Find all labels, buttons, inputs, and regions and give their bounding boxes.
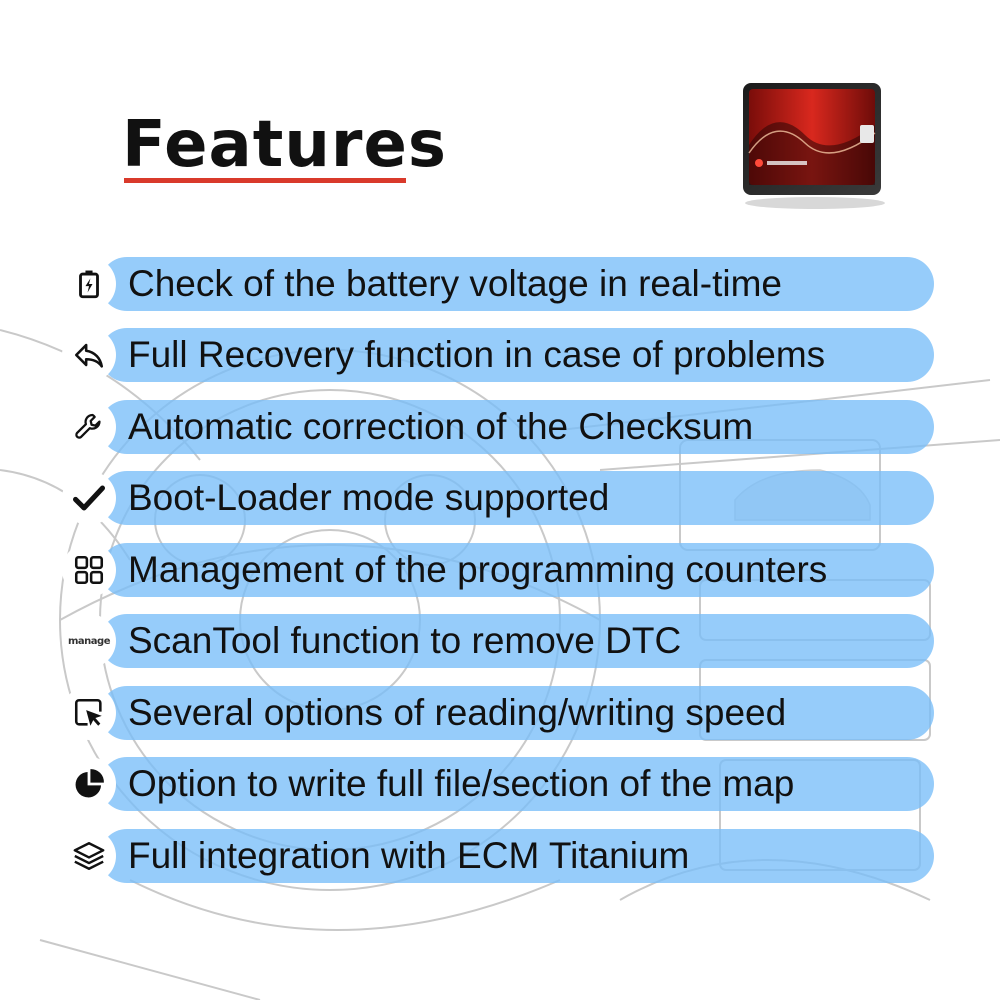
feature-item-speed: Several options of reading/writing speed [62, 686, 934, 740]
page-title: Features [122, 108, 447, 182]
feature-item-integration: Full integration with ECM Titanium [62, 829, 934, 883]
feature-pill [100, 686, 934, 740]
manage-icon-text: manage [68, 635, 110, 647]
feature-item-battery: Check of the battery voltage in real-tim… [62, 257, 934, 311]
feature-pill [100, 471, 934, 525]
feature-label: Option to write full file/section of the… [128, 763, 795, 804]
feature-item-counters: Management of the programming counters [62, 543, 934, 597]
feature-pill [100, 757, 934, 811]
feature-pill [100, 829, 934, 883]
feature-label: Several options of reading/writing speed [128, 692, 787, 733]
feature-pill [100, 257, 934, 311]
feature-label: Full Recovery function in case of proble… [128, 334, 826, 375]
feature-item-recovery: Full Recovery function in case of proble… [62, 328, 934, 382]
title-underline [124, 178, 406, 183]
reply-arrow-icon [62, 328, 116, 382]
feature-label: Management of the programming counters [128, 549, 828, 590]
pie-chart-icon [62, 757, 116, 811]
feature-label: Full integration with ECM Titanium [128, 835, 690, 876]
feature-label: Automatic correction of the Checksum [128, 406, 754, 447]
feature-item-bootloader: Boot-Loader mode supported [62, 471, 934, 525]
manage-icon: manage [62, 614, 116, 668]
device-image [743, 83, 885, 209]
feature-label: Boot-Loader mode supported [128, 477, 610, 518]
feature-pill [100, 400, 934, 454]
cursor-icon [62, 686, 116, 740]
feature-pill [100, 328, 934, 382]
feature-pill [100, 614, 934, 668]
feature-item-checksum: Automatic correction of the Checksum [62, 400, 934, 454]
grid-icon [62, 543, 116, 597]
feature-label: ScanTool function to remove DTC [128, 620, 682, 661]
battery-icon [62, 257, 116, 311]
feature-item-write-map: Option to write full file/section of the… [62, 757, 934, 811]
wrench-icon [62, 400, 116, 454]
feature-pill [100, 543, 934, 597]
layers-icon [62, 829, 116, 883]
feature-label: Check of the battery voltage in real-tim… [128, 263, 782, 304]
checkmark-icon [62, 471, 116, 525]
feature-item-scantool: manage ScanTool function to remove DTC [62, 614, 934, 668]
